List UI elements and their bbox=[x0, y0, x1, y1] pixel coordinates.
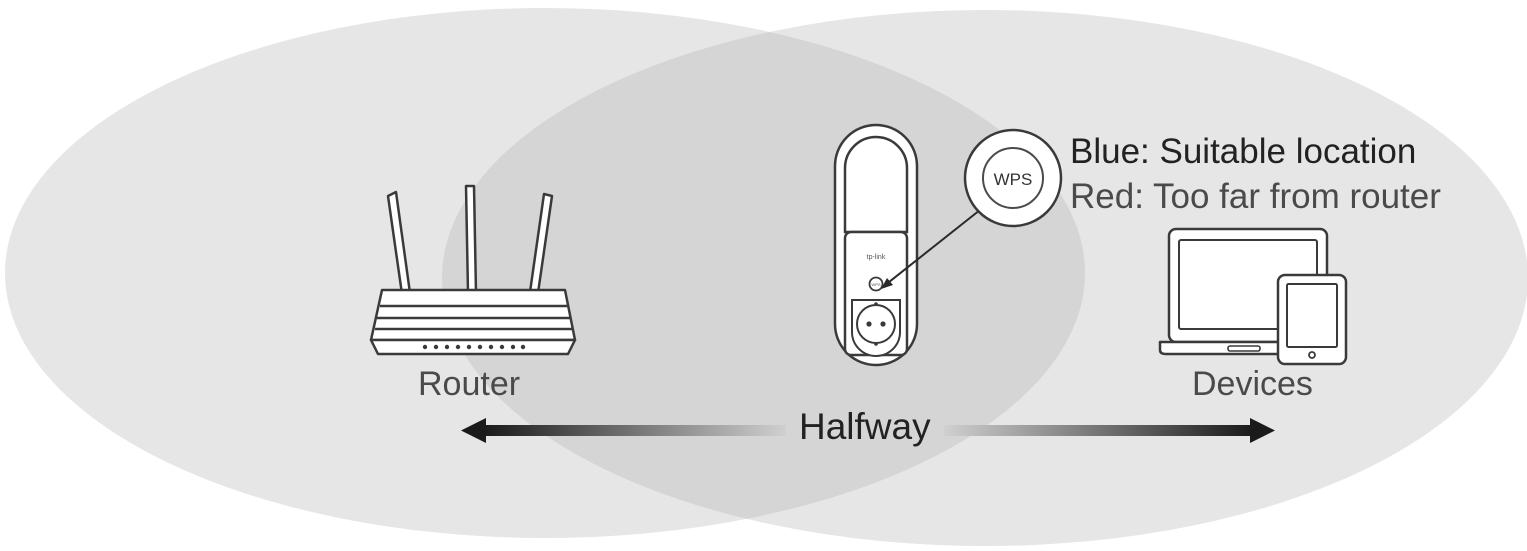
tablet-screen bbox=[1286, 283, 1338, 348]
callout-pointer-arrowhead bbox=[881, 278, 893, 289]
wps-callout-label: WPS bbox=[994, 170, 1033, 189]
extender-brand-mark: tp-link bbox=[867, 254, 886, 261]
legend-blue: Blue: Suitable location bbox=[1070, 132, 1417, 171]
wps-callout-button-ring bbox=[982, 147, 1044, 209]
halfway-arrow-right bbox=[944, 418, 1275, 443]
extender-wps-led-button bbox=[868, 276, 884, 292]
coverage-areas bbox=[5, 8, 1527, 546]
tablet-home-button bbox=[1308, 351, 1316, 359]
wps-callout bbox=[881, 128, 1063, 289]
halfway-label: Halfway bbox=[799, 406, 931, 447]
coverage-overlap bbox=[442, 10, 1085, 538]
devices-label: Devices bbox=[1192, 365, 1313, 403]
extender-socket bbox=[856, 304, 896, 344]
router-label: Router bbox=[418, 365, 521, 403]
extender-antenna-window bbox=[843, 135, 909, 234]
legend-red: Red: Too far from router bbox=[1070, 177, 1441, 216]
extender-icon bbox=[833, 123, 919, 367]
halfway-arrow-left bbox=[461, 418, 786, 443]
devices-icon bbox=[1158, 227, 1348, 366]
router-icon bbox=[369, 184, 577, 356]
extender-wps-mini-label: WPS bbox=[871, 282, 880, 287]
callout-pointer-line bbox=[883, 205, 986, 287]
